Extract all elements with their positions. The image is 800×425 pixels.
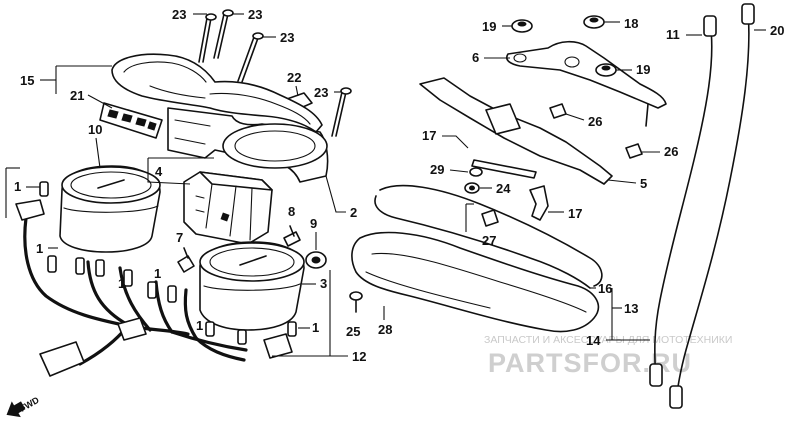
part-11-speedometer-cable xyxy=(649,15,717,387)
callout-1c: 1 xyxy=(118,276,125,291)
part-10-speedometer xyxy=(59,165,161,253)
callout-14: 14 xyxy=(586,333,601,348)
callout-1a: 1 xyxy=(14,179,21,194)
callout-23c: 23 xyxy=(280,30,294,45)
callout-1d: 1 xyxy=(154,266,161,281)
part-17-clamp xyxy=(471,159,537,179)
part-27-nut xyxy=(481,209,499,227)
part-12-wiring-harness xyxy=(15,181,297,377)
callout-13: 13 xyxy=(624,301,638,316)
callout-17a: 17 xyxy=(422,128,436,143)
part-16-gasket xyxy=(374,184,603,289)
callout-28: 28 xyxy=(378,322,392,337)
part-15-meter-visor xyxy=(111,53,323,133)
part-8-screw xyxy=(283,225,301,247)
callout-19b: 19 xyxy=(636,62,650,77)
callout-26b: 26 xyxy=(664,144,678,159)
fwd-direction-marker: FWD xyxy=(6,395,41,418)
callout-26a: 26 xyxy=(588,114,602,129)
callout-18: 18 xyxy=(624,16,638,31)
callout-9: 9 xyxy=(310,216,317,231)
part-23-bolts xyxy=(198,9,352,137)
callout-1b: 1 xyxy=(36,241,43,256)
callout-29: 29 xyxy=(430,162,444,177)
callout-21: 21 xyxy=(70,88,84,103)
callouts: 23 23 23 23 22 15 21 10 4 1 1 1 1 1 1 xyxy=(5,7,784,364)
callout-11: 11 xyxy=(666,27,680,42)
part-25-screw xyxy=(349,291,363,313)
part-19b-grommet xyxy=(595,63,617,77)
callout-1e: 1 xyxy=(196,318,203,333)
callout-24: 24 xyxy=(496,181,511,196)
callout-7: 7 xyxy=(176,230,183,245)
part-6-bracket xyxy=(505,40,667,127)
part-3-tachometer xyxy=(199,241,305,331)
callout-10: 10 xyxy=(88,122,102,137)
part-9-grommet xyxy=(305,251,327,269)
callout-19a: 19 xyxy=(482,19,496,34)
callout-20: 20 xyxy=(770,23,784,38)
part-5-stay xyxy=(419,77,613,185)
part-21-indicator-strip xyxy=(99,102,163,139)
part-28-lower-cover xyxy=(351,231,600,333)
callout-12: 12 xyxy=(352,349,366,364)
part-24-washer xyxy=(464,182,480,194)
callout-3: 3 xyxy=(320,276,327,291)
callout-16: 16 xyxy=(598,281,612,296)
callout-27: 27 xyxy=(482,233,496,248)
part-29-collar xyxy=(469,167,483,177)
part-26b-nut xyxy=(625,143,643,159)
callout-23b: 23 xyxy=(248,7,262,22)
part-17b-fitting xyxy=(529,185,549,221)
callout-5: 5 xyxy=(640,176,647,191)
callout-2: 2 xyxy=(350,205,357,220)
part-20-tachometer-cable xyxy=(669,3,755,409)
callout-23a: 23 xyxy=(172,7,186,22)
part-26-nut xyxy=(549,103,567,119)
callout-1f: 1 xyxy=(312,320,319,335)
callout-8: 8 xyxy=(288,204,295,219)
part-19-grommet xyxy=(511,19,533,33)
part-2-meter-case xyxy=(167,107,329,183)
callout-25: 25 xyxy=(346,324,360,339)
part-7-bulb-socket xyxy=(177,247,195,273)
callout-22: 22 xyxy=(287,70,301,85)
callout-23d: 23 xyxy=(314,85,328,100)
callout-15: 15 xyxy=(20,73,34,88)
callout-17b: 17 xyxy=(568,206,582,221)
part-18-grommet xyxy=(583,15,605,29)
callout-4: 4 xyxy=(155,164,163,179)
callout-6: 6 xyxy=(472,50,479,65)
part-4-indicator-housing xyxy=(183,171,273,245)
fwd-label: FWD xyxy=(18,395,41,414)
